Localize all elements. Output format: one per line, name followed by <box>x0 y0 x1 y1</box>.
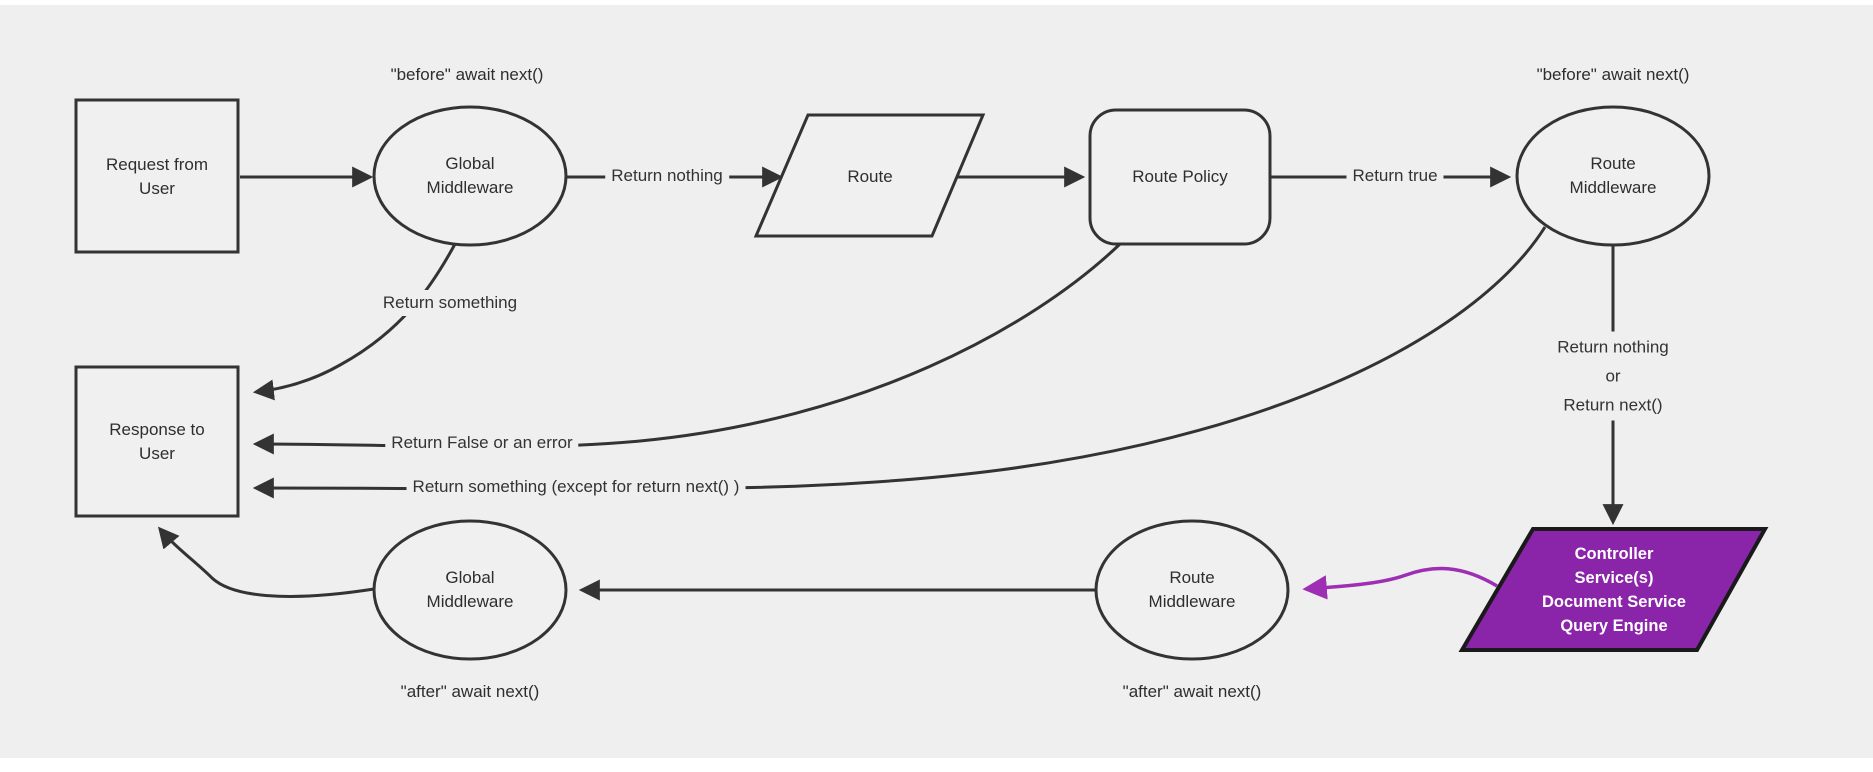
node-route-middleware-bottom <box>1094 519 1290 661</box>
route-middleware-top-label: Route Middleware <box>1569 154 1657 197</box>
edge-global-middleware-to-response <box>252 243 457 401</box>
node-global-middleware-top <box>372 105 568 247</box>
node-global-middleware-bottom <box>372 519 568 661</box>
global-middleware-top-label: Global Middleware <box>426 154 514 197</box>
return-nothing-edge-label: Return nothing <box>605 163 729 189</box>
controller-services-label: Controller Service(s) Document Service Q… <box>1542 545 1686 635</box>
node-route-middleware-top <box>1515 105 1711 247</box>
return-something-edge-label: Return something <box>376 290 524 316</box>
return-something-except-edge-label: Return something (except for return next… <box>406 474 746 500</box>
return-false-or-error-edge-label: Return False or an error <box>385 430 579 456</box>
return-true-edge-label: Return true <box>1346 163 1444 189</box>
edge-route-policy-to-response <box>252 242 1122 455</box>
return-nothing-or-next-edge-label: Return nothing or Return next() <box>1551 331 1675 421</box>
route-policy-label: Route Policy <box>1132 167 1228 186</box>
after-await-next-right-annotation: "after" await next() <box>1122 682 1262 701</box>
edge-global-middleware-bottom-to-response <box>157 526 375 598</box>
after-await-next-left-annotation: "after" await next() <box>400 682 540 701</box>
node-route <box>753 113 986 238</box>
edge-controller-to-route-middleware-bottom <box>1302 566 1498 600</box>
global-middleware-bottom-label: Global Middleware <box>426 568 514 611</box>
response-to-user-label: Response to User <box>109 420 205 463</box>
node-controller-services <box>1458 527 1769 652</box>
before-await-next-left-annotation: "before" await next() <box>390 65 544 84</box>
node-route-policy <box>1088 108 1272 246</box>
route-middleware-bottom-label: Route Middleware <box>1148 568 1236 611</box>
request-from-user-label: Request from User <box>105 155 209 198</box>
route-label: Route <box>847 167 893 186</box>
before-await-next-right-annotation: "before" await next() <box>1536 65 1690 84</box>
node-request-from-user <box>74 98 240 254</box>
node-response-to-user <box>74 365 240 518</box>
